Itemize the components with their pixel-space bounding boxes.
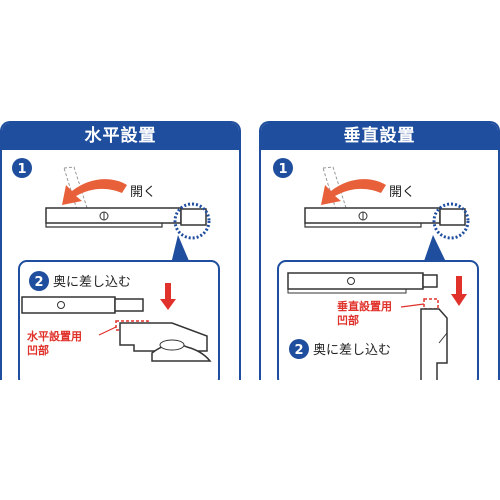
horizontal-install-panel: 水平設置 1 開く 2 奥に差し込む xyxy=(0,121,241,380)
callout-line2: 凹部 xyxy=(27,343,49,357)
panel-title: 垂直設置 xyxy=(261,123,498,150)
insert-down-arrow-icon xyxy=(451,294,467,306)
vertical-post xyxy=(420,308,448,380)
zoom-circle xyxy=(432,202,470,240)
callout-line1: 水平設置用 xyxy=(27,329,82,343)
step2-badge xyxy=(289,339,309,359)
zoom-pointer xyxy=(423,235,447,264)
step2-label: 奥に差し込む xyxy=(53,275,131,290)
open-arrow-icon xyxy=(321,179,386,205)
zoom-circle xyxy=(173,202,211,240)
zoom-pointer xyxy=(170,235,192,268)
step1-label: 開く xyxy=(389,185,415,200)
step2-number: 2 xyxy=(34,275,43,290)
horizontal-install-diagram: 1 開く 2 奥に差し込む xyxy=(12,158,220,380)
step1-number: 1 xyxy=(278,162,287,177)
step1-badge xyxy=(273,158,293,178)
vertical-install-panel: 垂直設置 1 開く 垂直設置用 凹部 2 xyxy=(259,121,500,380)
step1-label: 開く xyxy=(130,185,156,200)
vertical-install-diagram: 1 開く 垂直設置用 凹部 2 奥に差し込む xyxy=(273,158,479,380)
open-arrow-icon xyxy=(62,179,127,205)
callout-line2: 凹部 xyxy=(337,313,359,327)
callout-line1: 垂直設置用 xyxy=(337,299,392,313)
step1-number: 1 xyxy=(17,162,26,177)
step1-badge xyxy=(12,158,32,178)
bracket-arm xyxy=(45,207,182,224)
panel-title: 水平設置 xyxy=(2,123,239,150)
step2-number: 2 xyxy=(294,343,303,358)
step2-badge xyxy=(29,271,49,291)
insert-down-arrow-icon xyxy=(160,299,176,310)
step2-label: 奥に差し込む xyxy=(313,343,391,358)
bracket-arm xyxy=(304,207,441,224)
